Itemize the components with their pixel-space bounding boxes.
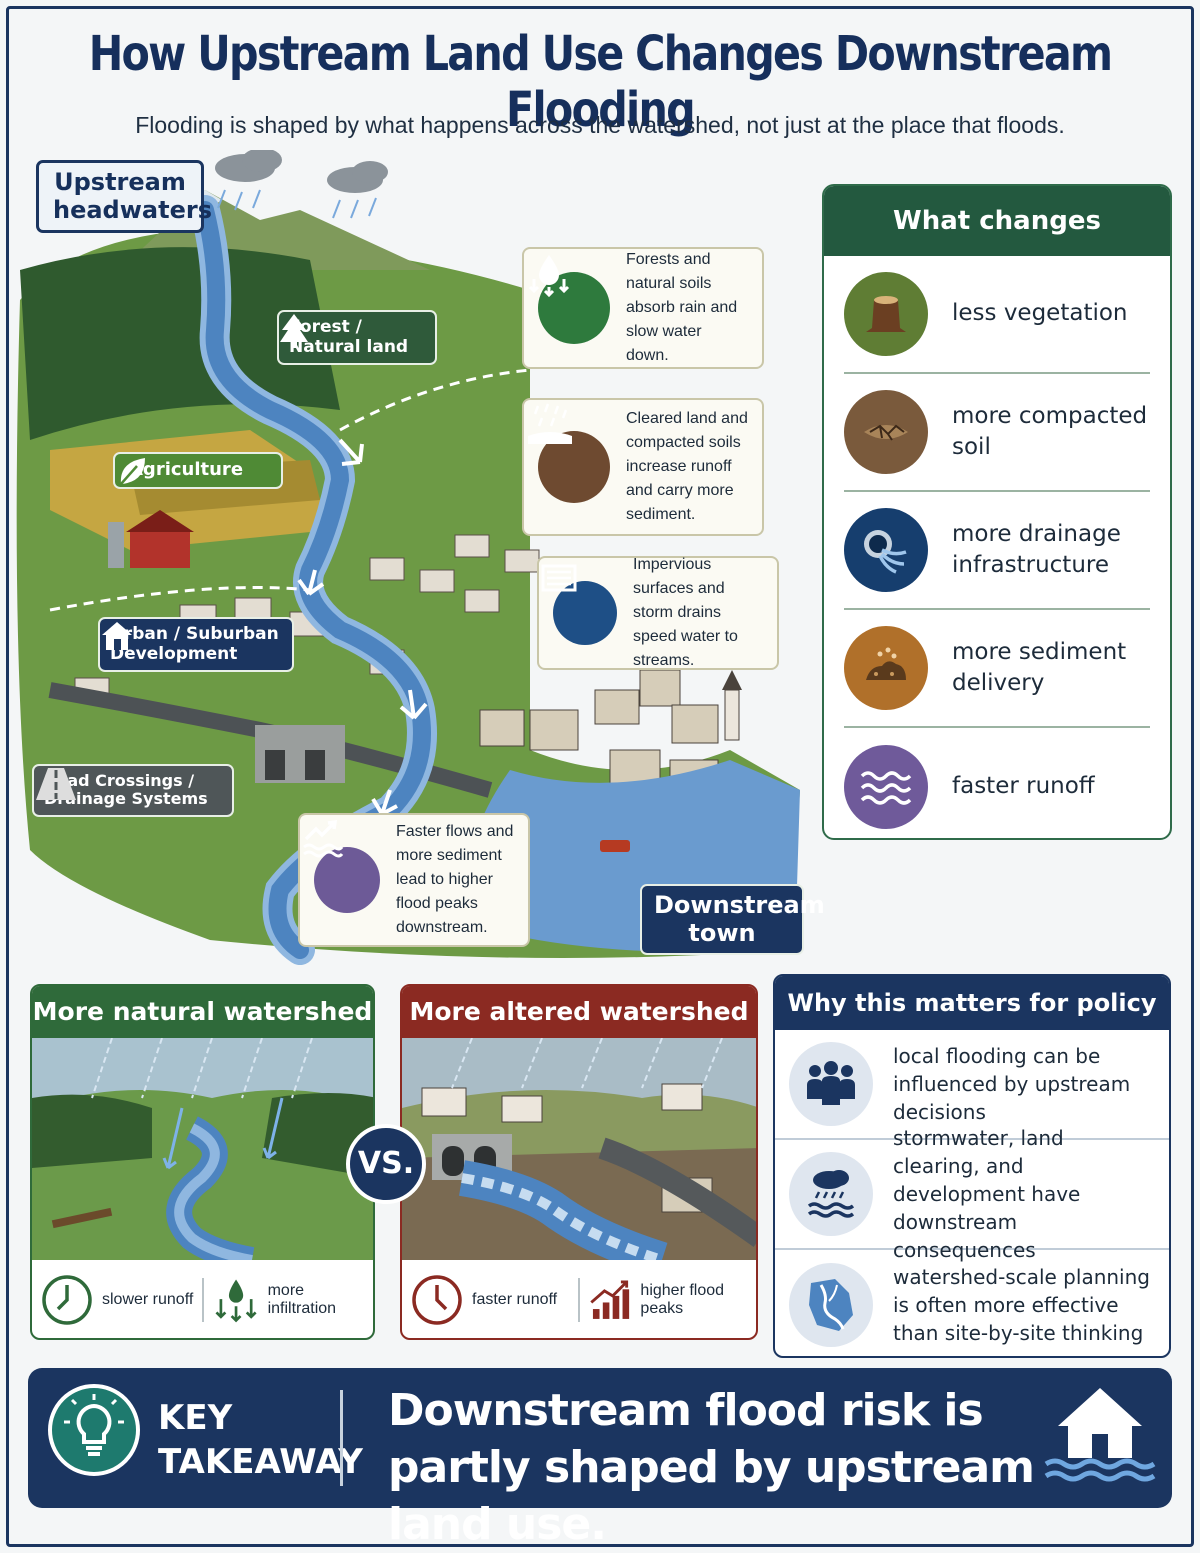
vs-badge: VS. [346, 1124, 426, 1204]
road-icon [36, 768, 76, 800]
watershed-map-icon [789, 1263, 873, 1347]
natural-watershed-image [32, 1037, 373, 1273]
change-item: more sediment delivery [844, 610, 1150, 728]
key-takeaway-message: Downstream flood risk is partly shaped b… [388, 1385, 1035, 1551]
policy-text: stormwater, land clearing, and developme… [893, 1126, 1081, 1262]
zone-label-urban: Urban / Suburban Development [98, 617, 294, 673]
change-item: more compacted soil [844, 374, 1150, 492]
note-text: Impervious surfaces and storm drains spe… [633, 556, 738, 669]
key-takeaway-banner: KEY TAKEAWAY Downstream flood risk is pa… [28, 1368, 1172, 1550]
policy-text: watershed-scale planning is often more e… [893, 1265, 1150, 1345]
change-label: more drainage infrastructure [952, 520, 1121, 578]
note-text: Faster flows and more sediment lead to h… [396, 823, 514, 936]
downstream-label: Downstream town [640, 884, 825, 956]
drain-pipe-icon [844, 508, 928, 592]
change-label: less vegetation [952, 300, 1128, 327]
zone-label-text: Road Crossings / Drainage Systems [44, 771, 208, 809]
higher-peaks-item: higher flood peaks [588, 1273, 748, 1327]
stump-icon [844, 272, 928, 356]
storm-drain-icon [541, 564, 617, 645]
water-drop-icon [528, 255, 610, 344]
faster-runoff-label: faster runoff [472, 1291, 558, 1308]
natural-watershed-footer: slower runoff more infiltration [32, 1260, 373, 1338]
more-infiltration-label: more infiltration [267, 1282, 337, 1317]
altered-watershed-footer: faster runoff higher flood peaks [402, 1260, 756, 1338]
flooded-house-icon [1040, 1382, 1160, 1495]
rain-on-soil-icon [528, 403, 610, 503]
tree-icon [280, 314, 308, 348]
rain-cloud-icon [789, 1152, 873, 1236]
takeaway-divider [340, 1390, 343, 1486]
zone-label-text: Forest / Natural land [289, 317, 409, 357]
watershed-illustration: Upstream headwaters Forest / Natural lan… [10, 150, 825, 970]
people-icon [789, 1042, 873, 1126]
faster-runoff-item: faster runoff [410, 1273, 570, 1327]
zone-label-forest: Forest / Natural land [277, 310, 437, 366]
page-subtitle: Flooding is shaped by what happens acros… [135, 112, 1065, 138]
clock-icon [42, 1275, 92, 1325]
changes-panel: What changes upstream? less vegetation m… [822, 184, 1172, 840]
zone-label-text: Urban / Suburban Development [110, 624, 279, 664]
policy-item: stormwater, land clearing, and developme… [775, 1126, 1169, 1262]
changes-list: less vegetation more compacted soil more… [824, 256, 1170, 838]
rising-bars-icon [590, 1280, 630, 1319]
infiltration-icon [215, 1279, 257, 1323]
altered-watershed-title: More altered watershed [402, 986, 756, 1038]
lightbulb-icon [48, 1384, 140, 1476]
note-text: Forests and natural soils absorb rain an… [626, 251, 738, 364]
note-forest: Forests and natural soils absorb rain an… [522, 247, 764, 369]
slower-runoff-item: slower runoff [40, 1273, 194, 1327]
change-label: faster runoff [952, 773, 1095, 800]
policy-item: watershed-scale planning is often more e… [775, 1250, 1169, 1356]
change-label: more sediment delivery [952, 638, 1127, 696]
note-text: Cleared land and compacted soils increas… [626, 410, 748, 523]
altered-watershed-card: More altered watershed faster r [400, 984, 758, 1340]
house-icon [102, 622, 132, 650]
policy-text: local flooding can be influenced by upst… [893, 1044, 1131, 1124]
footer-divider [201, 1278, 204, 1322]
headwaters-label: Upstream headwaters [36, 160, 212, 234]
key-takeaway-label: KEY TAKEAWAY [158, 1398, 363, 1483]
footer-divider [578, 1278, 580, 1322]
natural-watershed-card: More natural watershed slower runoff m [30, 984, 375, 1340]
change-item: faster runoff [844, 728, 1150, 838]
change-label: more compacted soil [952, 402, 1148, 460]
more-infiltration-item: more infiltration [212, 1273, 366, 1327]
note-peaks: Faster flows and more sediment lead to h… [298, 813, 530, 947]
note-impervious: Impervious surfaces and storm drains spe… [537, 556, 779, 670]
changes-panel-title: What changes upstream? [824, 186, 1170, 306]
zone-label-roads: Road Crossings / Drainage Systems [32, 764, 234, 817]
cracked-soil-icon [844, 390, 928, 474]
waves-icon [844, 745, 928, 829]
policy-panel-title: Why this matters for policy [775, 976, 1169, 1030]
zone-label-text: Agriculture [129, 459, 244, 480]
leaf-icon [120, 458, 145, 485]
natural-watershed-title: More natural watershed [32, 986, 373, 1038]
zone-label-agriculture: Agriculture [113, 452, 283, 489]
clock-icon [412, 1275, 462, 1325]
higher-peaks-label: higher flood peaks [640, 1282, 725, 1317]
page-title: How Upstream Land Use Changes Downstream… [88, 26, 1113, 138]
slower-runoff-label: slower runoff [102, 1291, 194, 1308]
policy-panel: Why this matters for policy local floodi… [773, 974, 1171, 1358]
policy-item: local flooding can be influenced by upst… [775, 1030, 1169, 1140]
change-item: more drainage infrastructure [844, 492, 1150, 610]
sediment-pile-icon [844, 626, 928, 710]
note-cleared: Cleared land and compacted soils increas… [522, 398, 764, 536]
change-item: less vegetation [844, 256, 1150, 374]
rising-flood-icon [303, 819, 380, 913]
altered-watershed-image [402, 1037, 756, 1278]
